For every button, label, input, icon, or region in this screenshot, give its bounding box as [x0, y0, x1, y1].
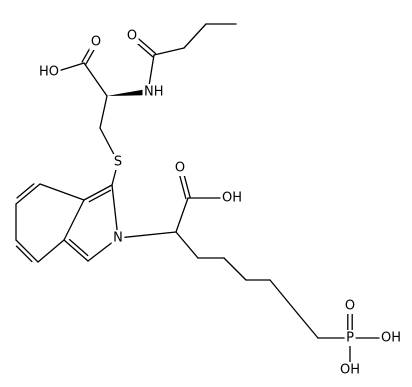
ring-double-bond-inner	[16, 183, 35, 199]
label-background	[112, 154, 124, 170]
label-background	[379, 330, 403, 346]
oxygen-atom-label: O	[345, 299, 355, 314]
single-bond	[175, 197, 189, 233]
oxygen-atom-label: O	[91, 35, 101, 50]
single-bond	[63, 199, 85, 241]
single-bond	[111, 184, 119, 239]
oxygen-atom-label: O	[175, 161, 185, 176]
hydroxyl-label: HO	[39, 65, 59, 80]
hydroxyl-label: OH	[340, 363, 360, 378]
label-background	[37, 64, 61, 80]
single-bond	[37, 239, 65, 263]
single-bond	[269, 279, 299, 315]
label-background	[111, 230, 125, 246]
ring-double-bond-inner	[15, 245, 33, 263]
ring-double-bond-inner	[68, 238, 89, 257]
nitrogen-atom-label: N	[113, 231, 123, 246]
single-bond	[175, 231, 199, 259]
single-bond	[39, 183, 85, 201]
label-background	[220, 190, 244, 206]
ring-bond	[83, 184, 113, 201]
single-bond	[83, 62, 108, 97]
phosphorus-atom-label: P	[346, 331, 354, 346]
label-background	[173, 160, 187, 176]
label-background	[89, 34, 103, 50]
single-bond	[223, 257, 247, 281]
atom-labels: O HO O NH S O OH N P O OH OH	[37, 28, 403, 378]
single-bond	[153, 47, 185, 56]
hydroxyl-label: OH	[222, 191, 242, 206]
hydroxyl-label: OH	[381, 331, 401, 346]
ring-bond	[63, 239, 89, 262]
single-bond	[297, 313, 319, 339]
single-bond	[183, 23, 207, 49]
label-background	[338, 362, 362, 378]
single-bond	[117, 231, 177, 239]
single-bond	[99, 95, 108, 129]
oxygen-atom-label: O	[127, 29, 137, 44]
sulfur-atom-label: S	[114, 155, 122, 170]
wedge-bond	[107, 88, 149, 96]
label-background	[142, 84, 165, 100]
label-background	[344, 330, 356, 346]
ring-bond	[15, 239, 39, 263]
label-background	[125, 28, 139, 44]
label-background	[343, 298, 357, 314]
bonds	[15, 23, 386, 371]
ring-double-bond-inner	[88, 189, 112, 203]
ring-bond	[15, 183, 41, 205]
nitrogen-atom-label: NH	[144, 85, 164, 100]
